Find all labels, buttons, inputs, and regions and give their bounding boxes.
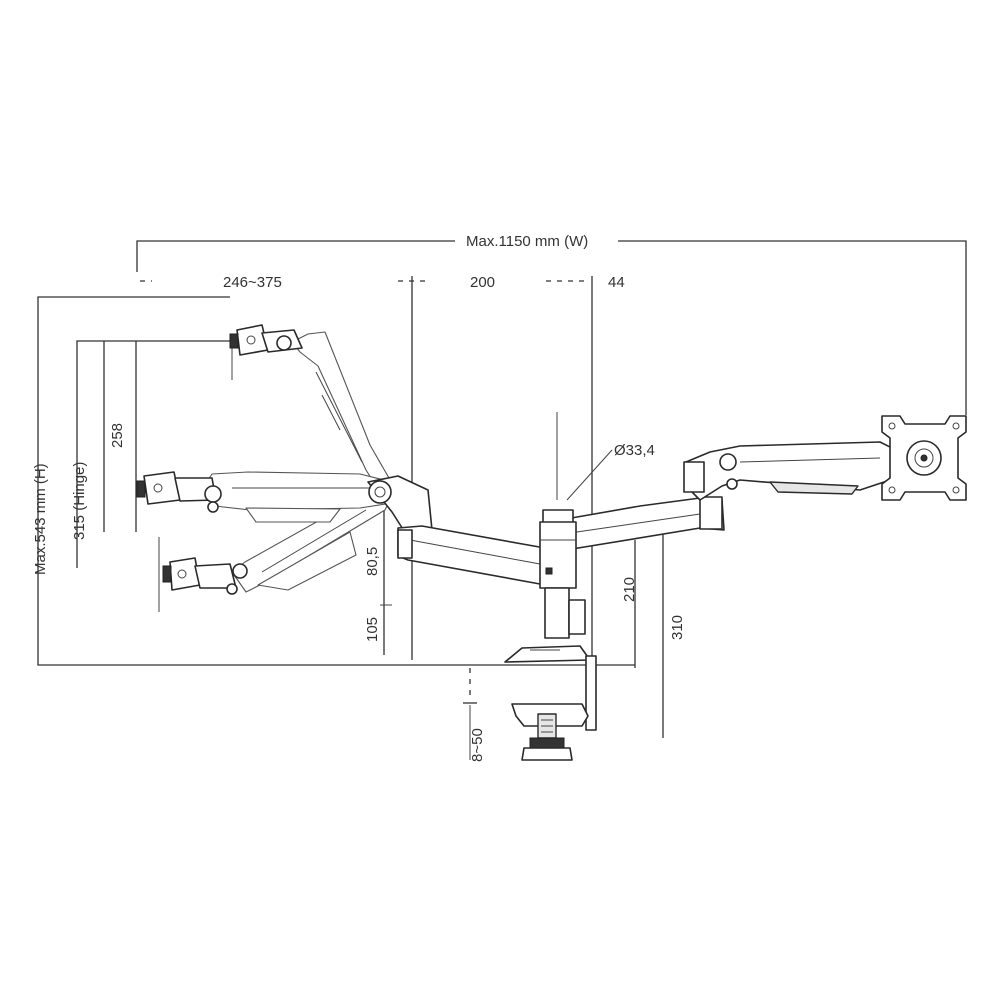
left-arm-main	[367, 475, 559, 585]
dimension-lines	[37, 240, 967, 760]
max-height-label: Max.543 mm (H)	[32, 463, 49, 575]
upper-arm-height-label: 80,5	[364, 547, 381, 576]
tilt-height-label: 258	[109, 423, 126, 448]
left-arm-ghost-raised	[291, 331, 394, 498]
base-height-label: 105	[364, 617, 381, 642]
mount-lowered	[162, 557, 248, 595]
pole-offset-label: 44	[608, 274, 625, 291]
right-arm	[559, 441, 893, 551]
mount-raised	[229, 324, 303, 356]
pole-diameter-label: Ø33,4	[614, 442, 655, 459]
arm-offset-label: 200	[470, 274, 495, 291]
pole-height-label: 210	[621, 577, 638, 602]
max-width-label: Max.1150 mm (W)	[466, 233, 588, 250]
clamp-range-label: 8~50	[469, 728, 486, 762]
reach-label: 246~375	[223, 274, 282, 291]
vesa-plate	[881, 415, 967, 501]
hinge-height-label: 315 (Hinge)	[71, 462, 88, 540]
mount-level	[136, 471, 222, 513]
left-arm-ghost-level	[203, 471, 393, 523]
pole-and-clamp	[504, 509, 597, 761]
total-pole-height-label: 310	[669, 615, 686, 640]
